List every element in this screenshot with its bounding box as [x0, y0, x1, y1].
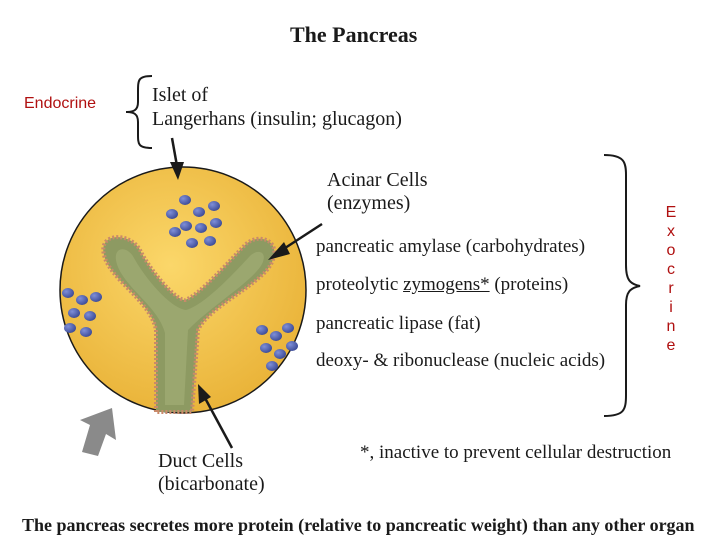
exocrine-letter: E	[665, 204, 677, 221]
exocrine-letter: x	[667, 223, 675, 240]
exocrine-letter: o	[666, 242, 676, 259]
exocrine-letter: r	[668, 280, 674, 297]
acinar-label-line2: (enzymes)	[327, 192, 411, 214]
direction-arrow-icon	[80, 408, 116, 456]
enzyme-item: pancreatic lipase (fat)	[316, 313, 481, 334]
exocrine-letter: n	[666, 318, 676, 335]
exocrine-label: E x o c r i n e	[663, 203, 679, 355]
exocrine-brace	[603, 154, 641, 417]
acinar-cluster-left	[62, 288, 102, 337]
enzyme-item: pancreatic amylase (carbohydrates)	[316, 236, 586, 257]
islet-label-line2: Langerhans (insulin; glucagon)	[152, 108, 402, 130]
duct-label-line2: (bicarbonate)	[158, 473, 265, 495]
enzyme-item: proteolytic zymogens* (proteins)	[316, 274, 569, 295]
duct-label-line1: Duct Cells	[158, 450, 243, 472]
exocrine-letter: c	[667, 261, 675, 278]
tissue-section	[59, 166, 307, 414]
footer-statement: The pancreas secretes more protein (rela…	[22, 515, 695, 535]
footnote: *, inactive to prevent cellular destruct…	[360, 442, 672, 463]
endocrine-label: Endocrine	[24, 95, 97, 112]
enzyme-item: deoxy- & ribonuclease (nucleic acids)	[316, 350, 606, 371]
acinar-cluster-right	[256, 323, 298, 371]
duct-structure	[101, 235, 277, 414]
islet-brace	[125, 75, 153, 149]
islet-label-line1: Islet of	[152, 84, 209, 106]
exocrine-letter: i	[669, 299, 673, 316]
exocrine-letter: e	[666, 337, 676, 354]
pointer-arrows	[170, 137, 323, 449]
page-title: The Pancreas	[290, 22, 418, 47]
acinar-label-line1: Acinar Cells	[327, 169, 428, 191]
islet-cells	[166, 195, 222, 248]
